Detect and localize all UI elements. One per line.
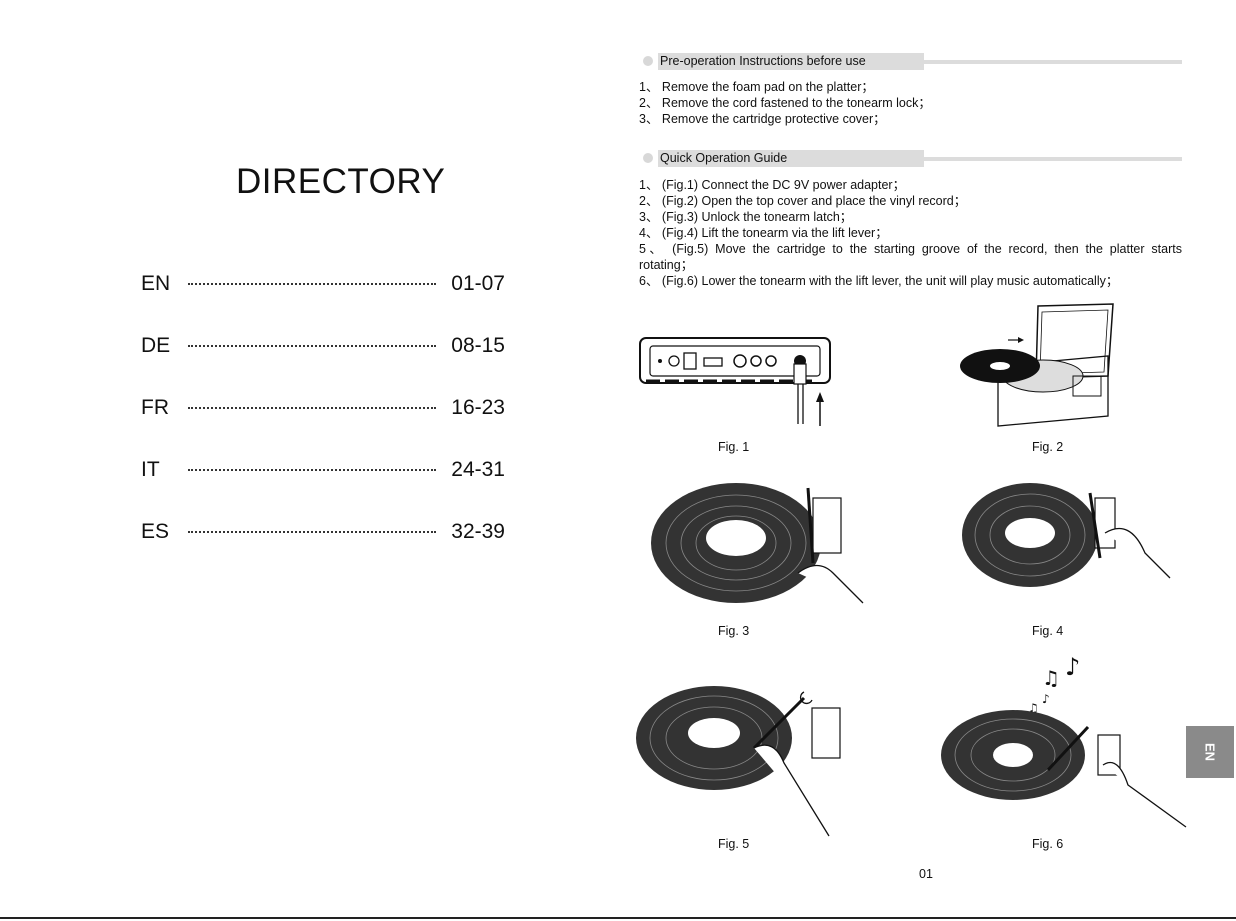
svg-text:♪: ♪ — [1065, 653, 1080, 681]
toc-language-code: EN — [141, 272, 171, 295]
toc-page-range: 16-23 — [451, 396, 505, 419]
toc-page-range: 32-39 — [451, 520, 505, 543]
toc-leader-dots — [188, 345, 436, 347]
quick-guide-step: 5、 (Fig.5) Move the cartridge to the sta… — [639, 242, 1182, 256]
section-heading-label: Quick Operation Guide — [658, 150, 924, 167]
svg-text:♪: ♪ — [1042, 692, 1050, 706]
figure-caption: Fig. 1 — [718, 440, 750, 454]
bullet-dot-icon — [643, 153, 653, 163]
fig4-lift-lever-illustration — [962, 483, 1171, 587]
bottom-rule — [0, 917, 1236, 919]
toc-page-range: 24-31 — [451, 458, 505, 481]
fig1-rear-panel-illustration — [639, 337, 831, 426]
svg-text:♫: ♫ — [1028, 701, 1039, 715]
toc-language-code: DE — [141, 334, 171, 357]
quick-guide-step: 3、 (Fig.3) Unlock the tonearm latch； — [639, 210, 853, 224]
fig3-unlock-tonearm-illustration — [651, 483, 864, 604]
figure-caption: Fig. 4 — [1032, 624, 1064, 638]
toc-leader-dots — [188, 407, 436, 409]
quick-guide-step-continued: rotating； — [639, 258, 694, 272]
pre-operation-heading: Pre-operation Instructions before use — [641, 53, 1182, 71]
toc-row-en[interactable]: EN 01-07 — [141, 272, 505, 300]
fig6-play-music-illustration: ♫ ♪ ♫ ♪ — [941, 653, 1187, 828]
toc-row-de[interactable]: DE 08-15 — [141, 334, 505, 362]
toc-leader-dots — [188, 283, 436, 285]
quick-guide-heading: Quick Operation Guide — [641, 150, 1182, 168]
directory-title: DIRECTORY — [236, 162, 446, 201]
toc-language-code: ES — [141, 520, 170, 543]
toc-row-fr[interactable]: FR 16-23 — [141, 396, 505, 424]
quick-guide-step: 4、 (Fig.4) Lift the tonearm via the lift… — [639, 226, 888, 240]
quick-guide-step: 6、 (Fig.6) Lower the tonearm with the li… — [639, 274, 1119, 288]
toc-leader-dots — [188, 469, 436, 471]
toc-language-code: IT — [141, 458, 160, 481]
toc-page-range: 01-07 — [451, 272, 505, 295]
section-heading-label: Pre-operation Instructions before use — [658, 53, 924, 70]
figure-caption: Fig. 5 — [718, 837, 750, 851]
pre-operation-step: 2、 Remove the cord fastened to the tonea… — [639, 96, 931, 110]
quick-guide-step: 1、 (Fig.1) Connect the DC 9V power adapt… — [639, 178, 906, 192]
heading-rule — [924, 60, 1182, 64]
quick-guide-step: 2、 (Fig.2) Open the top cover and place … — [639, 194, 967, 208]
figure-caption: Fig. 2 — [1032, 440, 1064, 454]
page-number: 01 — [919, 867, 933, 881]
fig5-move-cartridge-illustration — [636, 686, 841, 837]
toc-row-it[interactable]: IT 24-31 — [141, 458, 505, 486]
language-tab[interactable]: EN — [1186, 726, 1234, 778]
toc-row-es[interactable]: ES 32-39 — [141, 520, 505, 548]
toc-leader-dots — [188, 531, 436, 533]
toc-page-range: 08-15 — [451, 334, 505, 357]
heading-rule — [924, 157, 1182, 161]
figure-caption: Fig. 6 — [1032, 837, 1064, 851]
pre-operation-step: 3、 Remove the cartridge protective cover… — [639, 112, 886, 126]
toc-language-code: FR — [141, 396, 169, 419]
bullet-dot-icon — [643, 56, 653, 66]
pre-operation-step: 1、 Remove the foam pad on the platter； — [639, 80, 874, 94]
figure-caption: Fig. 3 — [718, 624, 750, 638]
fig2-open-turntable-illustration — [960, 303, 1114, 427]
language-tab-label: EN — [1202, 742, 1218, 762]
svg-text:♫: ♫ — [1042, 666, 1060, 690]
